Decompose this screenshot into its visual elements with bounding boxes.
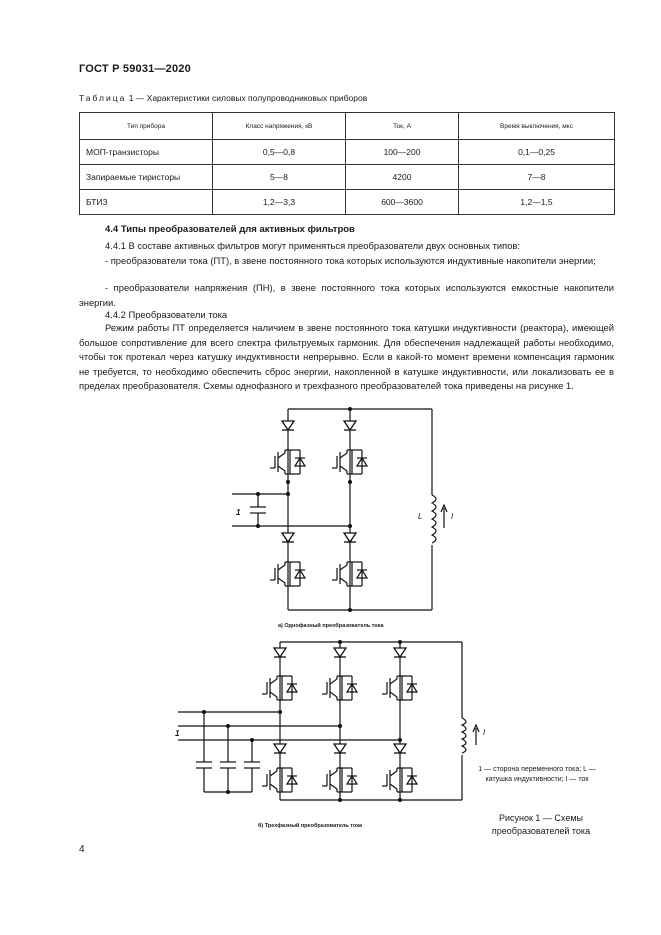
- table-cell: 7—8: [458, 164, 615, 190]
- table-caption-text: 1 — Характеристики силовых полупроводник…: [128, 93, 368, 103]
- page-number: 4: [79, 844, 85, 855]
- table-caption-prefix: Таблица: [79, 93, 127, 103]
- paragraph-4-4-2: 4.4.2 Преобразователи тока: [105, 309, 228, 320]
- characteristics-table: Тип прибора Класс напряжения, кВ Ток, А …: [79, 112, 615, 215]
- table-cell: 0,1—0,25: [458, 139, 615, 165]
- table-cell: Запираемые тиристоры: [79, 164, 213, 190]
- caption-three-phase: б) Трехфазный преобразователь тока: [258, 823, 363, 829]
- table-caption: Таблица 1 — Характеристики силовых полуп…: [79, 93, 367, 103]
- label-current-a: I: [451, 512, 454, 521]
- table-cell: БТИЗ: [79, 189, 213, 215]
- paragraph-voltage-converters: - преобразователи напряжения (ПН), в зве…: [79, 282, 614, 309]
- table-cell: 1,2—3,3: [212, 189, 346, 215]
- table-cell: 4200: [345, 164, 459, 190]
- table-cell: 100—200: [345, 139, 459, 165]
- figure-caption: Рисунок 1 — Схемы преобразователей тока: [491, 813, 591, 836]
- label-current-b: I: [483, 728, 486, 737]
- junction-dots-a: [256, 407, 352, 612]
- paragraph-operation-mode: Режим работы ПТ определяется наличием в …: [79, 322, 614, 392]
- single-phase-wiring: [232, 408, 448, 611]
- label-ac-side-b: 1: [175, 729, 180, 738]
- label-inductor-a: L: [418, 512, 423, 521]
- table-row: БТИЗ 1,2—3,3 600—3600 1,2—1,5: [79, 189, 615, 215]
- document-header: ГОСТ Р 59031—2020: [79, 63, 191, 75]
- figure-legend-note: 1 — сторона переменного тока; L — катушк…: [478, 766, 596, 783]
- table-row: Запираемые тиристоры 5—8 4200 7—8: [79, 164, 615, 190]
- paragraph-current-converters: - преобразователи тока (ПТ), в звене пос…: [105, 255, 596, 266]
- column-header: Время выключения, мкс: [458, 112, 615, 140]
- three-phase-wiring: [178, 641, 480, 801]
- table-cell: 1,2—1,5: [458, 189, 615, 215]
- paragraph-4-4-1: 4.4.1 В составе активных фильтров могут …: [105, 240, 520, 251]
- table-cell: 600—3600: [345, 189, 459, 215]
- label-ac-side-a: 1: [236, 508, 241, 517]
- column-header: Класс напряжения, кВ: [212, 112, 346, 140]
- caption-single-phase: а) Однофазный преобразователь тока: [278, 623, 384, 629]
- section-heading: 4.4 Типы преобразователей для активных ф…: [105, 224, 355, 235]
- junction-dots-b: [202, 640, 402, 802]
